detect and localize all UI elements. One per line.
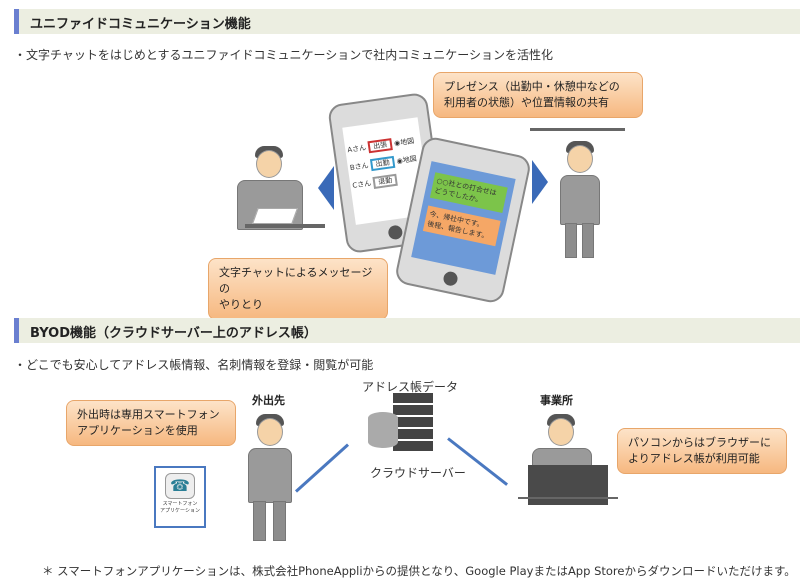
chat-callout: 文字チャットによるメッセージのやりとり <box>208 258 388 320</box>
bullet-text: ・文字チャットをはじめとするユニファイドコミュニケーションで社内コミュニケーショ… <box>14 48 554 62</box>
bullet-label: どこでも安心してアドレス帳情報、名刺情報を登録・閲覧が可能 <box>26 358 374 372</box>
chat-screen: ○○社との打合せはどうでしたか。 今、帰社中です。後程、報告します。 <box>411 161 516 275</box>
arrow-left-icon <box>318 166 334 210</box>
server-data-label: アドレス帳データ <box>362 380 459 394</box>
section-title: BYOD機能（クラウドサーバー上のアドレス帳） <box>30 326 317 341</box>
chat-message-green: ○○社との打合せはどうでしたか。 <box>429 172 508 214</box>
smartphone-app-icon: ☎ スマートフォンアプリケーション <box>154 466 206 528</box>
chat-message-orange: 今、帰社中です。後程、報告します。 <box>422 205 501 247</box>
person-outside <box>243 410 298 545</box>
person-in-office <box>518 410 618 505</box>
laptop-icon <box>528 465 608 505</box>
person-at-desk <box>225 140 325 250</box>
header-accent-bar <box>14 9 19 34</box>
presence-callout: プレゼンス（出勤中・休憩中などの利用者の状態）や位置情報の共有 <box>433 72 643 118</box>
train-handrail <box>530 128 625 131</box>
mobile-callout: 外出時は専用スマートフォンアプリケーションを使用 <box>66 400 236 446</box>
pc-callout: パソコンからはブラウザーによりアドレス帳が利用可能 <box>617 428 787 474</box>
database-icon <box>368 412 398 448</box>
bullet-text: ・どこでも安心してアドレス帳情報、名刺情報を登録・閲覧が可能 <box>14 358 374 372</box>
section-title: ユニファイドコミュニケーション機能 <box>30 17 251 32</box>
footnote: ＊ スマートフォンアプリケーションは、株式会社PhoneAppliからの提供とな… <box>42 564 796 578</box>
person-on-train <box>555 135 605 260</box>
sync-arrow-left <box>294 443 350 493</box>
label-outside: 外出先 <box>252 394 285 407</box>
arrow-right-icon <box>532 160 548 204</box>
section-header-byod: BYOD機能（クラウドサーバー上のアドレス帳） <box>14 318 800 343</box>
header-accent-bar <box>14 318 19 343</box>
label-office: 事業所 <box>540 394 573 407</box>
bullet-label: 文字チャットをはじめとするユニファイドコミュニケーションで社内コミュニケーション… <box>26 48 554 62</box>
cloud-server-label: クラウドサーバー <box>370 466 466 480</box>
server-rack-icon <box>393 393 433 453</box>
section-header-unified-communication: ユニファイドコミュニケーション機能 <box>14 9 800 34</box>
